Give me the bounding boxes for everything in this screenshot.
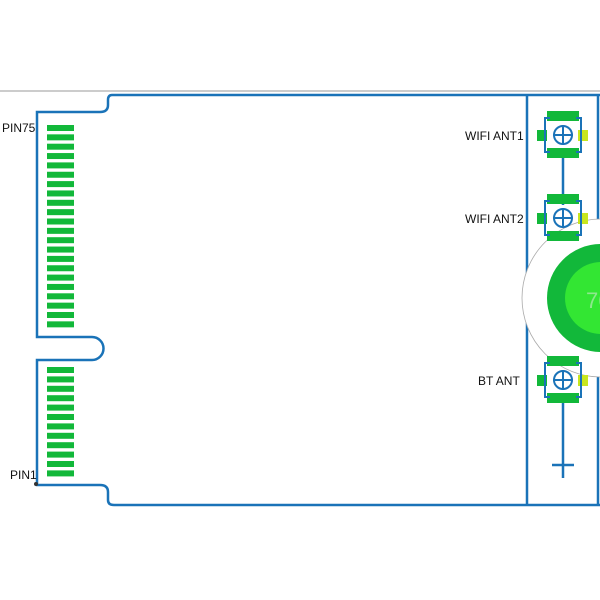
bt-ant-label: BT ANT [478,374,520,388]
edge-pad [47,395,74,402]
antenna-connector [537,194,588,241]
mounting-hole-inner [565,262,600,334]
edge-pad [47,162,74,169]
connector-pad [547,111,579,121]
pin1-marker [34,482,38,486]
card-outline [35,93,600,507]
edge-pad [47,367,74,373]
edge-pad [47,414,74,420]
crosshair-lines [553,208,573,228]
edge-pad [47,302,74,309]
pin1-label: PIN1 [10,468,37,482]
edge-pad [47,246,74,253]
edge-pad [47,255,74,262]
connector-pad [537,213,547,224]
edge-pad [47,134,74,141]
upper-pad-row [47,125,74,328]
connector-pad [537,130,547,141]
edge-pad [47,461,74,467]
connector-pad [547,148,579,158]
edge-pad [47,312,74,318]
crosshair-lines [553,125,573,145]
connector-pad [547,393,579,403]
edge-pad [47,293,74,300]
edge-pad [47,423,74,430]
edge-pad [47,199,74,206]
edge-pad [47,153,74,160]
edge-pad [47,283,74,290]
edge-pad [47,218,74,225]
connector-pad [578,130,588,141]
edge-pad [47,404,74,411]
edge-pad [47,209,74,216]
connector-outline [544,117,582,153]
edge-pad [47,125,74,131]
wifi-ant1-label: WIFI ANT1 [465,129,524,143]
edge-pad [47,265,74,272]
edge-pad [47,376,74,383]
edge-pad [47,181,74,188]
connector-pad [537,375,547,386]
mounting-hole-label: 76 [586,288,600,313]
edge-pad [47,321,74,328]
edge-pad [47,171,74,178]
connector-outline [544,362,582,398]
lower-pad-row [47,367,74,477]
edge-pad [47,470,74,477]
wifi-ant2-label: WIFI ANT2 [465,212,524,226]
edge-pad [47,190,74,197]
edge-pad [47,442,74,449]
connector-pad [578,213,588,224]
pin75-label: PIN75 [2,121,36,135]
edge-pad [47,237,74,244]
connector-pad [547,356,579,366]
connector-pad [547,231,579,241]
connector-outline [544,200,582,236]
edge-pad [47,432,74,439]
edge-pad [47,274,74,281]
connector-pad [578,375,588,386]
antenna-connector [537,356,588,403]
edge-pad [47,143,74,150]
antenna-connector [537,111,588,158]
connector-pad [547,194,579,204]
edge-pad [47,451,74,458]
edge-pad [47,227,74,234]
crosshair-lines [553,370,573,390]
edge-pad [47,385,74,392]
